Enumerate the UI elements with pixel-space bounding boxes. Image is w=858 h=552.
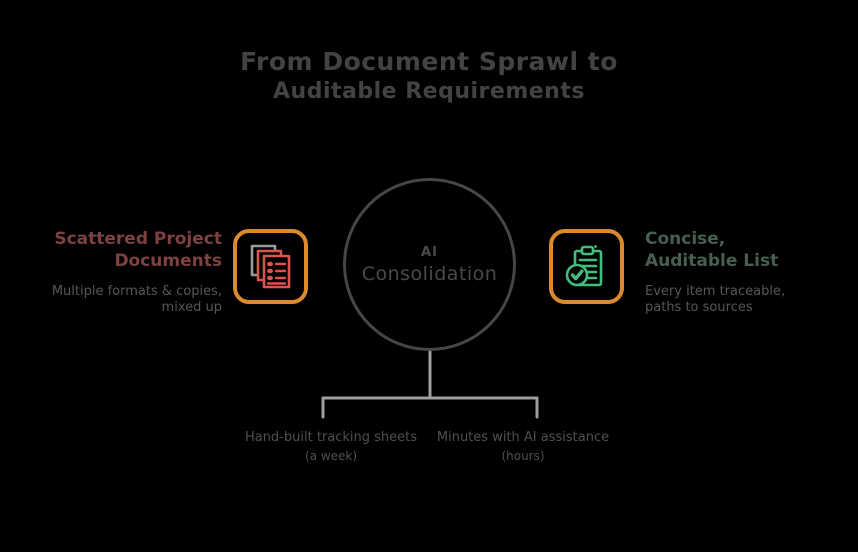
input-detail: Multiple formats & copies, mixed up	[22, 284, 222, 316]
input-icon-box	[233, 229, 308, 304]
manual-time-line2: (a week)	[304, 449, 358, 463]
output-detail-line2: paths to sources	[645, 300, 753, 315]
manual-time-line1: Hand-built tracking sheets	[244, 430, 418, 445]
title-line-1: From Document Sprawl to	[240, 47, 618, 76]
diagram-title: From Document Sprawl to Auditable Requir…	[0, 46, 858, 106]
circle-label: Consolidation	[361, 262, 498, 285]
input-heading-line1: Scattered Project	[54, 229, 222, 249]
input-detail-line2: mixed up	[161, 300, 222, 315]
input-heading: Scattered Project Documents	[22, 228, 222, 272]
output-heading-line2: Auditable List	[645, 251, 779, 271]
output-detail: Every item traceable, paths to sources	[645, 284, 845, 316]
input-heading-line2: Documents	[114, 251, 222, 271]
input-documents-group: Scattered Project Documents Multiple for…	[22, 228, 222, 316]
title-line-2: Auditable Requirements	[273, 79, 585, 104]
ai-time-line1: Minutes with AI assistance	[436, 430, 610, 445]
ai-time-caption: Minutes with AI assistance (hours)	[423, 429, 623, 464]
stacked-documents-icon	[250, 244, 290, 288]
ai-badge: AI	[421, 244, 438, 260]
central-circle: AI Consolidation	[343, 178, 516, 351]
checklist-clipboard-icon	[565, 244, 602, 286]
ai-time-line2: (hours)	[501, 449, 545, 463]
output-detail-line1: Every item traceable,	[645, 284, 786, 299]
output-list-group: Concise, Auditable List Every item trace…	[645, 228, 845, 316]
manual-time-caption: Hand-built tracking sheets (a week)	[231, 429, 431, 464]
output-icon-box	[549, 229, 624, 304]
input-detail-line1: Multiple formats & copies,	[51, 284, 222, 299]
output-heading-line1: Concise,	[645, 229, 726, 249]
output-heading: Concise, Auditable List	[645, 228, 845, 272]
